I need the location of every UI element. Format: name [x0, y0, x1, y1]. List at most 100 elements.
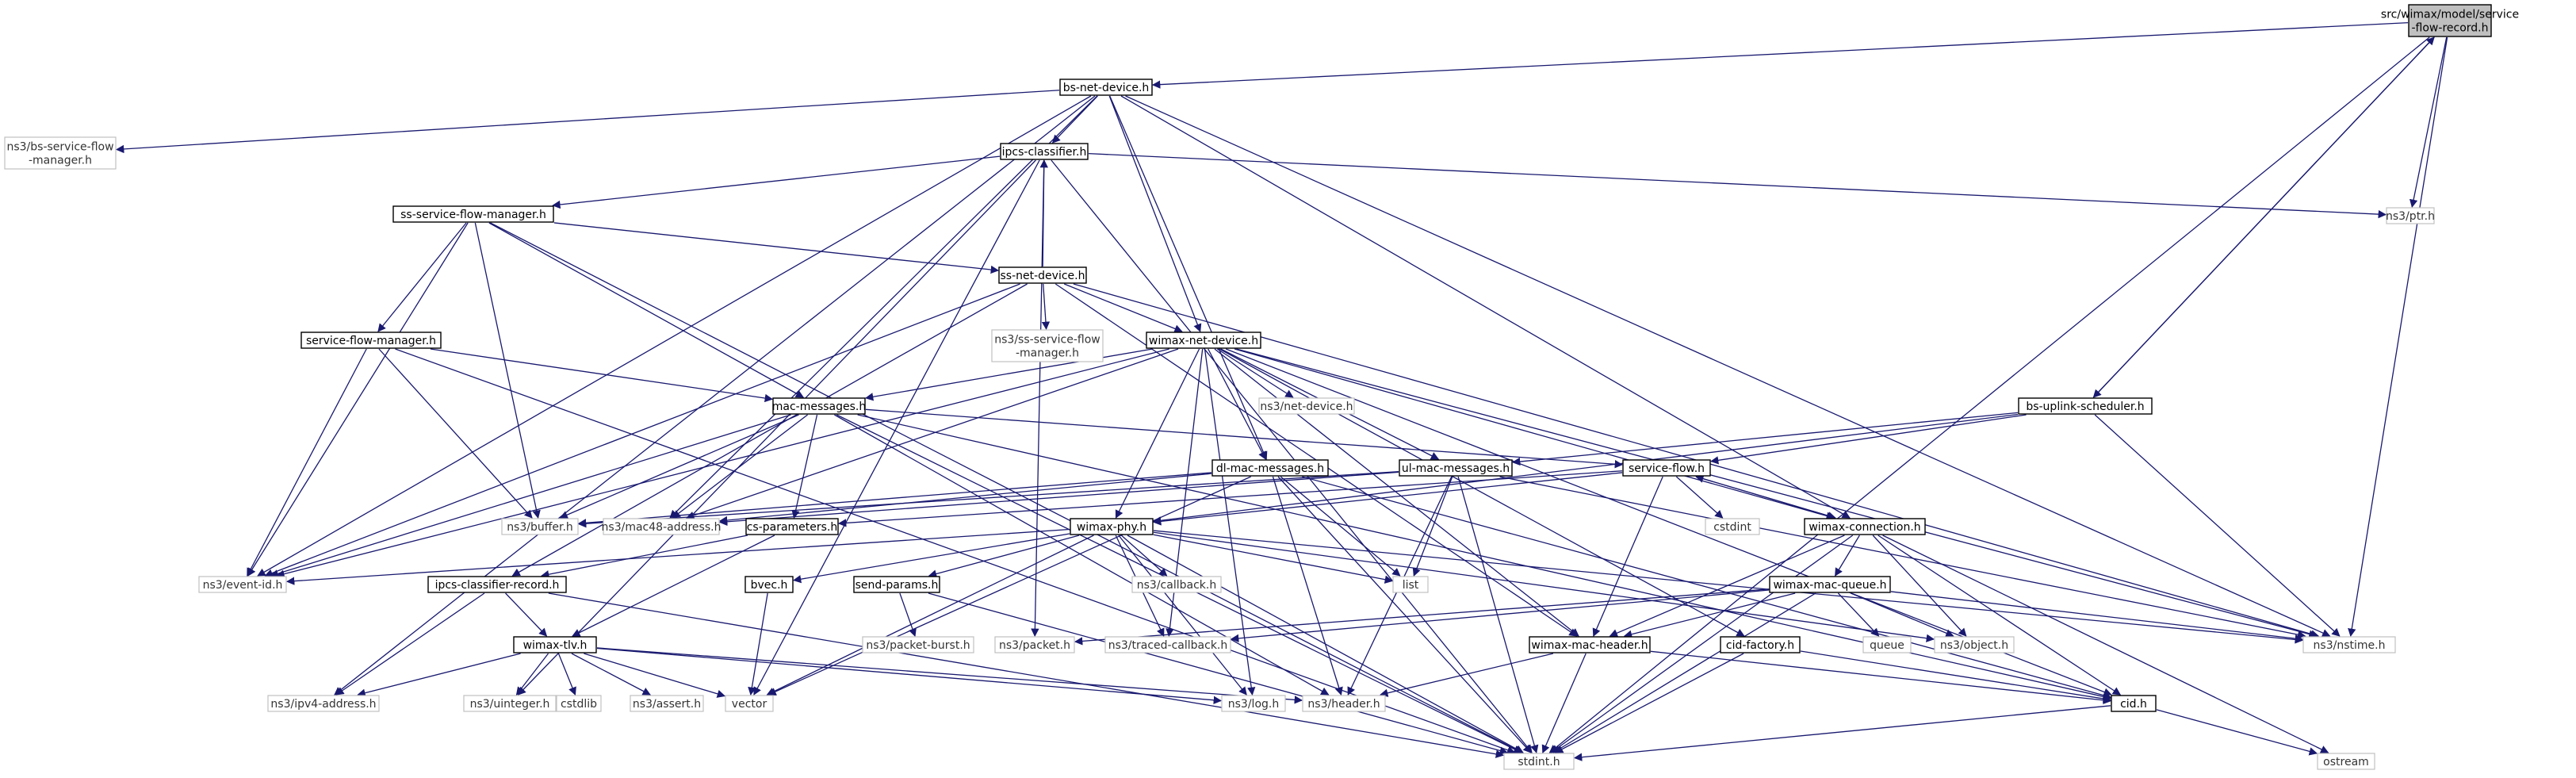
edge-dl_mac-to-vector [767, 476, 1251, 696]
node-ns3-uinteger[interactable]: ns3/uinteger.h [463, 695, 557, 712]
edge-wimax_mac_header-to-cid [1650, 650, 2112, 705]
node-stdint[interactable]: stdint.h [1503, 753, 1575, 770]
edge-ss_sfm-to-ns3_event_id [247, 222, 469, 577]
edge-bs_uplink-to-root [2092, 36, 2435, 398]
node-ns3-net-device[interactable]: ns3/net-device.h [1258, 397, 1355, 415]
node-wimax-phy[interactable]: wimax-phy.h [1070, 518, 1154, 535]
edge-wimax_connection-to-ns3_object [1872, 535, 1967, 637]
node-cid[interactable]: cid.h [2111, 695, 2157, 712]
node-bs-net-device[interactable]: bs-net-device.h [1059, 79, 1153, 96]
node-ipcs-classifier[interactable]: ipcs-classifier.h [1000, 143, 1089, 160]
edge-ss_sfm-to-sfm [377, 222, 467, 332]
edge-wimax_connection-to-ostream [1882, 535, 2329, 753]
node-wimax-connection[interactable]: wimax-connection.h [1804, 518, 1926, 535]
node-wimax-mac-queue[interactable]: wimax-mac-queue.h [1769, 576, 1891, 593]
node-dl-mac[interactable]: dl-mac-messages.h [1211, 459, 1329, 477]
node-ostream[interactable]: ostream [2317, 753, 2375, 770]
node-box [772, 397, 866, 415]
node-label: wimax-net-device.h [1149, 335, 1258, 347]
node-list[interactable]: list [1392, 576, 1429, 593]
node-cstdlib[interactable]: cstdlib [556, 695, 602, 712]
edge-wimax_net_device-to-ns3_log [1204, 348, 1256, 696]
node-ns3-assert[interactable]: ns3/assert.h [630, 695, 704, 712]
edge-ss_sfm-to-mac_messages [488, 222, 805, 398]
edge-wimax_mac_header-to-stdint [1541, 653, 1587, 753]
node-label: ul-mac-messages.h [1402, 462, 1510, 475]
node-ns3-bs-sfm[interactable]: ns3/bs-service-flow-manager.h [4, 136, 117, 170]
node-ns3-nstime[interactable]: ns3/nstime.h [2302, 636, 2396, 653]
node-mac-messages[interactable]: mac-messages.h [772, 397, 867, 415]
edge-wimax_phy-to-list [1153, 534, 1394, 584]
edge-wimax_phy-to-send_params [928, 535, 1080, 578]
node-ss-sfm[interactable]: ss-service-flow-manager.h [392, 205, 554, 223]
node-label: bvec.h [751, 579, 788, 592]
node-box [2386, 207, 2435, 224]
node-ns3-event-id[interactable]: ns3/event-id.h [198, 576, 287, 593]
edge-wimax_connection-to-cid [1877, 535, 2122, 696]
node-ns3-ss-sfm[interactable]: ns3/ss-service-flow-manager.h [991, 329, 1104, 362]
edge-wimax_net_device-to-wimax_phy [1115, 348, 1200, 519]
node-ul-mac[interactable]: ul-mac-messages.h [1399, 459, 1513, 477]
edge-bs_uplink-to-wimax_phy [1152, 413, 2019, 525]
edge-root-to-bs_net_device [1151, 21, 2409, 89]
edge-send_params-to-stdint [928, 592, 1509, 755]
node-ns3-ptr[interactable]: ns3/ptr.h [2386, 207, 2435, 224]
node-box [744, 576, 794, 593]
edge-ul_mac-to-ns3_mac48 [718, 471, 1399, 527]
node-ns3-callback[interactable]: ns3/callback.h [1131, 576, 1222, 593]
node-label: ostream [2323, 756, 2369, 768]
edge-wimax_net_device-to-ns3_nstime [1236, 348, 2318, 638]
node-label: ss-service-flow-manager.h [400, 209, 546, 221]
edge-ss_net_device-to-ns3_event_id [264, 283, 1020, 577]
node-label: ipcs-classifier-record.h [435, 579, 560, 592]
node-box [998, 266, 1087, 284]
node-cs-parameters[interactable]: cs-parameters.h [745, 518, 839, 535]
node-layer: src/wimax/model/service-flow-record.h bs-… [4, 4, 2519, 770]
node-wimax-tlv[interactable]: wimax-tlv.h [513, 636, 597, 653]
edge-bvec-to-vector [748, 592, 768, 696]
edge-wimax_net_device-to-ns3_mac48 [686, 348, 1179, 519]
node-label: ns3/uinteger.h [470, 698, 550, 711]
node-ns3-traced-callback[interactable]: ns3/traced-callback.h [1104, 636, 1231, 653]
node-box [463, 695, 557, 712]
node-ns3-mac48[interactable]: ns3/mac48-address.h [602, 518, 722, 535]
node-wimax-net-device[interactable]: wimax-net-device.h [1146, 332, 1261, 349]
edge-ipcs_cr-to-wimax_tlv [505, 592, 548, 637]
node-label: -manager.h [29, 155, 92, 167]
node-ns3-log[interactable]: ns3/log.h [1221, 695, 1286, 712]
edge-wimax_mac_queue-to-ns3_packet [1074, 588, 1770, 646]
edge-wimax_net_device-to-mac_messages [864, 348, 1153, 401]
node-ns3-object[interactable]: ns3/object.h [1934, 636, 2015, 653]
node-ns3-packet[interactable]: ns3/packet.h [994, 636, 1075, 653]
node-ns3-ipv4[interactable]: ns3/ipv4-address.h [267, 695, 380, 712]
node-vector[interactable]: vector [725, 695, 774, 712]
node-box [1720, 636, 1801, 653]
node-ns3-header[interactable]: ns3/header.h [1302, 695, 1386, 712]
edge-dl_mac-to-ns3_header [1272, 476, 1343, 696]
node-cid-factory[interactable]: cid-factory.h [1720, 636, 1801, 653]
node-box [862, 636, 974, 653]
node-send-params[interactable]: send-params.h [853, 576, 940, 593]
node-bs-uplink[interactable]: bs-uplink-scheduler.h [2018, 397, 2153, 415]
node-cstdint[interactable]: cstdint [1705, 518, 1760, 535]
node-queue[interactable]: queue [1862, 636, 1912, 653]
node-sfm[interactable]: service-flow-manager.h [300, 332, 442, 349]
edge-ss_net_device-to-wimax_net_device [1063, 283, 1183, 333]
node-service-flow[interactable]: service-flow.h [1622, 459, 1711, 477]
node-label: mac-messages.h [772, 400, 867, 413]
node-label: ipcs-classifier.h [1002, 146, 1087, 159]
node-ss-net-device[interactable]: ss-net-device.h [998, 266, 1087, 284]
edge-bs_net_device-to-ns3_mac48 [669, 95, 1098, 519]
node-ipcs-cr[interactable]: ipcs-classifier-record.h [427, 576, 567, 593]
node-ns3-packet-burst[interactable]: ns3/packet-burst.h [862, 636, 974, 653]
edge-service_flow-to-cs_parameters [837, 470, 1623, 527]
node-box [991, 329, 1104, 362]
node-bvec[interactable]: bvec.h [744, 576, 794, 593]
node-root[interactable]: src/wimax/model/service-flow-record.h [2381, 4, 2519, 37]
node-box [1503, 753, 1575, 770]
node-label: queue [1870, 639, 1904, 652]
node-ns3-buffer[interactable]: ns3/buffer.h [501, 518, 579, 535]
edge-bs_net_device-to-ns3_nstime [1125, 95, 2331, 637]
node-wimax-mac-header[interactable]: wimax-mac-header.h [1529, 636, 1651, 653]
edge-root-to-stdint [1548, 36, 2430, 753]
